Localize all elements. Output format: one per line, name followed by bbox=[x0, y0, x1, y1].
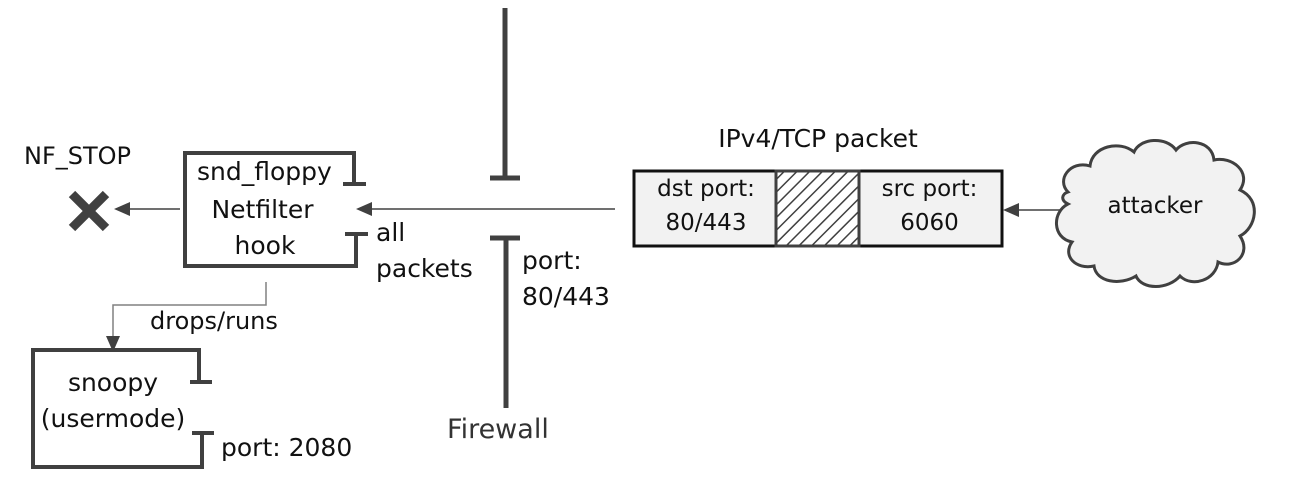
dst-port-value: 80/443 bbox=[665, 210, 747, 236]
dst-port-label: dst port: bbox=[657, 176, 755, 202]
hook-label: hook bbox=[234, 231, 296, 260]
snoopy-name-label: snoopy bbox=[67, 368, 159, 397]
hook-type-label: Netfilter bbox=[211, 195, 314, 224]
nf-stop-label: NF_STOP bbox=[24, 142, 132, 170]
netfilter-hook-box bbox=[183, 151, 368, 268]
attacker-arrow bbox=[1003, 203, 1060, 217]
drop-x-icon bbox=[68, 190, 110, 232]
hook-name-label: snd_floppy bbox=[197, 157, 332, 186]
src-port-label: src port: bbox=[881, 176, 978, 202]
firewall-label: Firewall bbox=[447, 414, 549, 445]
packet-box bbox=[632, 169, 1004, 248]
firewall-lower-segment bbox=[490, 235, 520, 408]
firewall-port-label-line1: port: bbox=[522, 246, 582, 275]
drops-runs-arrow bbox=[106, 282, 267, 352]
all-packets-label-line2: packets bbox=[376, 254, 473, 283]
all-packets-label-line1: all bbox=[376, 218, 406, 247]
firewall-upper-segment bbox=[490, 8, 520, 181]
packet-payload-hatched bbox=[774, 169, 861, 248]
snoopy-mode-label: (usermode) bbox=[40, 404, 186, 433]
nf-stop-arrow bbox=[114, 202, 180, 216]
snoopy-port-label: port: 2080 bbox=[221, 433, 353, 462]
packet-title: IPv4/TCP packet bbox=[718, 124, 918, 153]
snoopy-box bbox=[31, 348, 214, 469]
attacker-cloud-icon bbox=[1055, 139, 1256, 288]
attacker-label: attacker bbox=[1107, 193, 1203, 219]
firewall-port-label-line2: 80/443 bbox=[522, 282, 610, 311]
src-port-value: 6060 bbox=[900, 210, 959, 236]
packet-flow-arrow bbox=[356, 202, 615, 216]
drops-runs-label: drops/runs bbox=[150, 307, 278, 335]
